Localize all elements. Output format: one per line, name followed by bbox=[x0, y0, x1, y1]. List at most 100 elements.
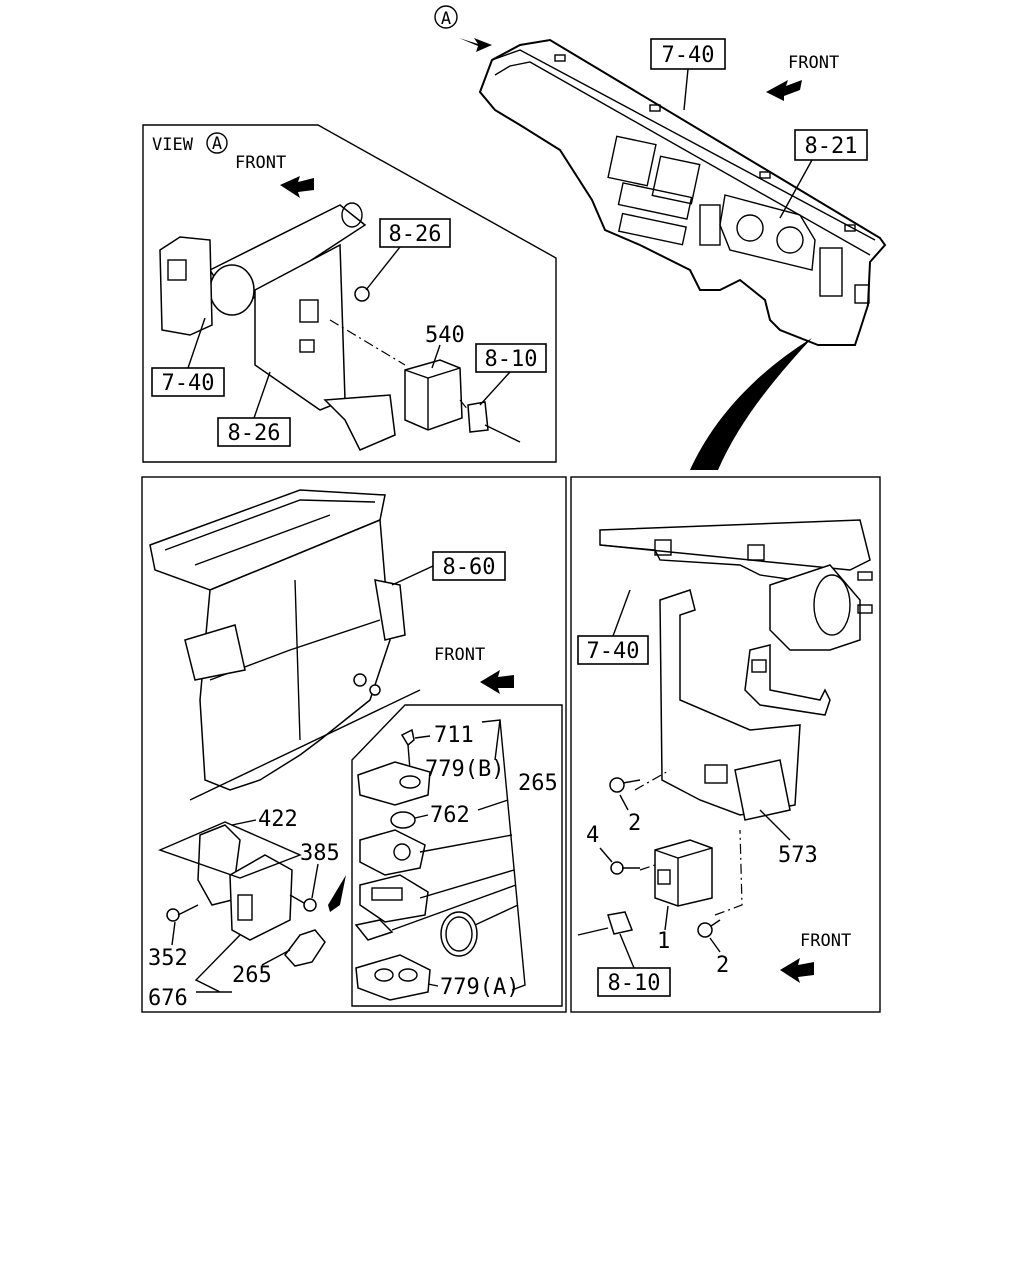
side-clip bbox=[857, 604, 873, 614]
nut-icon bbox=[354, 286, 370, 302]
bolt-4-icon bbox=[610, 861, 624, 875]
switch-block-right bbox=[819, 247, 843, 297]
ref-label-8-26-a: 8-26 bbox=[389, 222, 442, 247]
ref-box-8-60 bbox=[432, 551, 506, 581]
leader-265-fob bbox=[261, 949, 291, 966]
key-fob-tail bbox=[328, 875, 346, 912]
front-arrow-icon-heater bbox=[480, 670, 514, 694]
leader-7-40-view-a bbox=[187, 317, 206, 369]
screw-711-icon bbox=[400, 728, 415, 747]
detail-callout-arrow bbox=[690, 338, 812, 470]
dashboard-inner-edge bbox=[494, 61, 871, 256]
view-a-title-letter: A bbox=[212, 134, 222, 154]
defrost-slot bbox=[759, 171, 771, 179]
connector-8-10-right bbox=[607, 911, 634, 935]
part-number-762: 762 bbox=[430, 803, 470, 828]
leader-422 bbox=[231, 819, 257, 826]
cross-beam-far-end bbox=[341, 202, 363, 228]
view-a-title: VIEW bbox=[152, 135, 194, 155]
heater-unit-panel: 8-60 FRONT 711 779(B) 762 779(A) bbox=[141, 476, 567, 1013]
dashboard-hvac-panel bbox=[617, 212, 687, 246]
dashboard-vent-left bbox=[607, 135, 657, 187]
cover-779a-hole bbox=[374, 968, 394, 982]
hanger-bracket bbox=[659, 589, 801, 816]
bolt-2-lower-icon bbox=[697, 922, 713, 938]
hanger-bracket-right bbox=[744, 644, 831, 716]
leader-573 bbox=[759, 809, 791, 841]
ref-box-8-21 bbox=[794, 129, 868, 161]
heater-side-flange bbox=[184, 624, 246, 681]
hanger-slot bbox=[751, 659, 767, 673]
leader-8-10-right bbox=[619, 933, 635, 969]
view-a-arrow-icon bbox=[459, 38, 492, 52]
bolt-385-icon bbox=[303, 898, 317, 912]
part-number-2-upper: 2 bbox=[628, 811, 641, 836]
leader-7-40-right bbox=[612, 589, 631, 637]
leader-540 bbox=[431, 344, 441, 369]
hanger-slot bbox=[704, 764, 728, 784]
install-line bbox=[714, 829, 743, 916]
bracket-slot bbox=[299, 299, 319, 323]
bolt-352-icon bbox=[166, 908, 180, 922]
bolt-385-shank bbox=[289, 894, 305, 904]
ref-label-8-10-right: 8-10 bbox=[608, 971, 661, 996]
heater-port-icon bbox=[353, 673, 367, 687]
part-number-540: 540 bbox=[425, 323, 465, 348]
leader-2-upper bbox=[619, 794, 629, 811]
part-number-422: 422 bbox=[258, 807, 298, 832]
pipe-body bbox=[769, 564, 861, 651]
kit-leader bbox=[474, 904, 519, 926]
ref-label-8-26-b: 8-26 bbox=[228, 421, 281, 446]
ref-box-7-40-view-a bbox=[151, 367, 225, 397]
heater-top-rail bbox=[164, 499, 376, 551]
front-arrow-icon-relay bbox=[780, 958, 814, 983]
view-a-title-circle bbox=[206, 132, 228, 154]
relay-540 bbox=[404, 359, 463, 431]
heater-lower-shadow bbox=[189, 689, 421, 801]
side-clip bbox=[857, 571, 873, 581]
part-number-385: 385 bbox=[300, 841, 340, 866]
left-bracket-tab bbox=[167, 259, 187, 281]
key-fob-265 bbox=[284, 929, 326, 967]
bolt-2-upper-icon bbox=[609, 777, 625, 793]
kit-leader bbox=[419, 834, 513, 853]
kit-leader bbox=[419, 869, 515, 899]
key-ring-inner bbox=[445, 916, 473, 952]
leader-1 bbox=[664, 905, 669, 931]
front-arrow-icon-top bbox=[766, 80, 802, 101]
kit-bracket-line bbox=[481, 719, 526, 991]
part-number-779b: 779(B) bbox=[425, 757, 504, 782]
beam-tab bbox=[654, 539, 672, 556]
leader-711 bbox=[414, 735, 431, 739]
cluster-gauge-right bbox=[776, 226, 804, 254]
ref-box-7-40-right bbox=[577, 635, 649, 665]
leader-8-21 bbox=[779, 159, 813, 219]
ref-box-8-10-view-a bbox=[475, 343, 547, 373]
cap-762 bbox=[390, 811, 416, 829]
left-bracket bbox=[159, 236, 213, 336]
heater-body-seam bbox=[294, 579, 301, 741]
front-label-heater: FRONT bbox=[434, 645, 485, 665]
bolt-352-shank bbox=[177, 904, 199, 916]
pipe-end bbox=[813, 574, 851, 636]
bracket-lower-foot bbox=[323, 394, 396, 451]
part-number-779a: 779(A) bbox=[440, 975, 519, 1000]
dashboard-radio bbox=[617, 182, 693, 220]
parts-subpanel-border bbox=[351, 704, 563, 1007]
relay-mount-plate bbox=[734, 759, 791, 821]
part-number-676: 676 bbox=[148, 986, 188, 1011]
leader-762 bbox=[414, 814, 429, 819]
ref-label-7-40-view-a: 7-40 bbox=[162, 371, 215, 396]
leader-4 bbox=[599, 847, 613, 863]
part-number-4: 4 bbox=[586, 823, 599, 848]
leader-7-40-top bbox=[683, 68, 689, 111]
key-ring bbox=[440, 911, 478, 957]
relay-1 bbox=[654, 839, 713, 907]
key-holder-slot bbox=[393, 843, 411, 861]
defrost-slot bbox=[554, 54, 566, 62]
cross-beam-end bbox=[209, 264, 255, 316]
relay-1-socket bbox=[657, 869, 671, 885]
connector-wire bbox=[484, 424, 521, 443]
ref-label-8-60: 8-60 bbox=[443, 555, 496, 580]
